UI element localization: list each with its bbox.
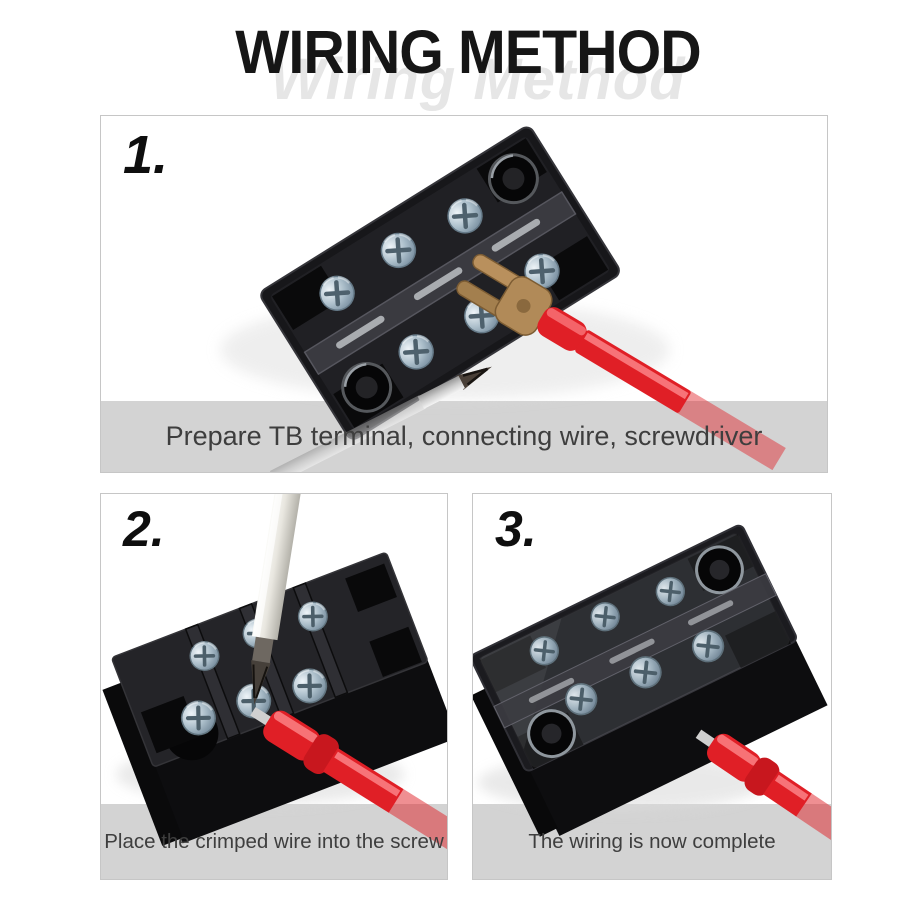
mounting-hole (341, 362, 393, 413)
fork-terminal (456, 253, 553, 336)
page-title: WIRING METHOD (235, 18, 702, 86)
step-number: 2. (123, 501, 165, 557)
red-wire (575, 330, 786, 471)
step-caption: Place the crimped wire into the screw (104, 829, 444, 853)
wire-ferrule (695, 729, 717, 748)
terminal-block-illustration (260, 126, 620, 440)
step1-caption-bar (101, 401, 827, 472)
wire-ferrule (250, 707, 273, 727)
step-number: 1. (123, 125, 169, 185)
red-wire-illustration (695, 729, 831, 879)
step-caption: The wiring is now complete (528, 829, 776, 853)
wire-crimp (537, 307, 587, 351)
step-panel-1: 1. Prepare TB terminal, connecting wire,… (100, 115, 828, 473)
step-caption: Prepare TB terminal, connecting wire, sc… (165, 421, 763, 451)
step3-photo (473, 524, 831, 879)
screwdriver-illustration (251, 494, 309, 705)
red-wire-illustration (250, 707, 447, 879)
step-number: 3. (495, 501, 537, 557)
mounting-hole (695, 545, 744, 595)
step2-photo (102, 494, 447, 879)
center-channel (493, 573, 777, 729)
screwdriver-illustration (269, 366, 492, 472)
terminal-block-illustration (473, 524, 828, 837)
step-panel-3: 3. The wiring is now complete (472, 493, 832, 880)
step-panel-2: 2. Place the crimped wire into the screw (100, 493, 448, 880)
mounting-hole (527, 709, 576, 758)
center-channel (303, 190, 577, 376)
mounting-hole (488, 153, 539, 205)
title-watermark: Wiring Method (270, 47, 686, 112)
step1-photo (220, 126, 786, 472)
connecting-wire-illustration (456, 253, 786, 471)
